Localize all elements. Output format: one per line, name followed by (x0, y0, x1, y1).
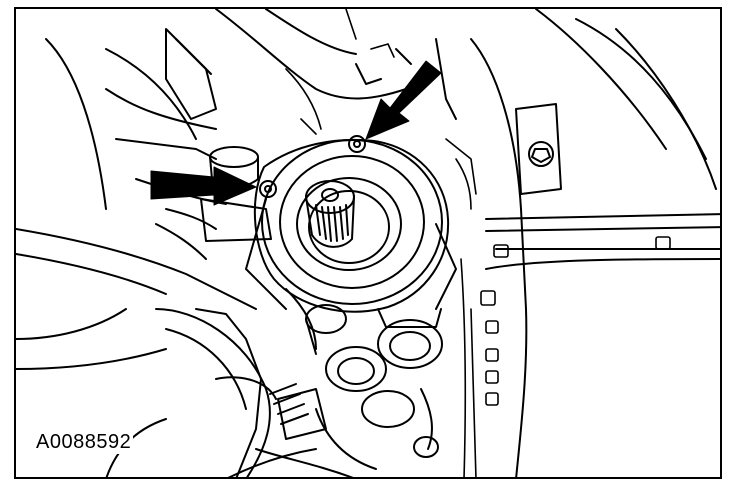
transfer-case-illustration (16, 9, 720, 477)
vehicle-frame-panel (470, 9, 720, 477)
figure-reference-code: A0088592 (34, 431, 134, 454)
bolt-arrow-left (150, 166, 257, 206)
upper-detail-lines (285, 9, 477, 210)
bolt-arrow-upper (365, 60, 442, 140)
illustration-frame: A0088592 (14, 7, 722, 479)
lower-housings (227, 304, 443, 477)
lower-driveline (16, 228, 317, 477)
side-bolts (460, 236, 671, 477)
mounting-bolts (259, 135, 366, 198)
extension-housing (245, 138, 457, 313)
output-shaft (305, 180, 355, 248)
